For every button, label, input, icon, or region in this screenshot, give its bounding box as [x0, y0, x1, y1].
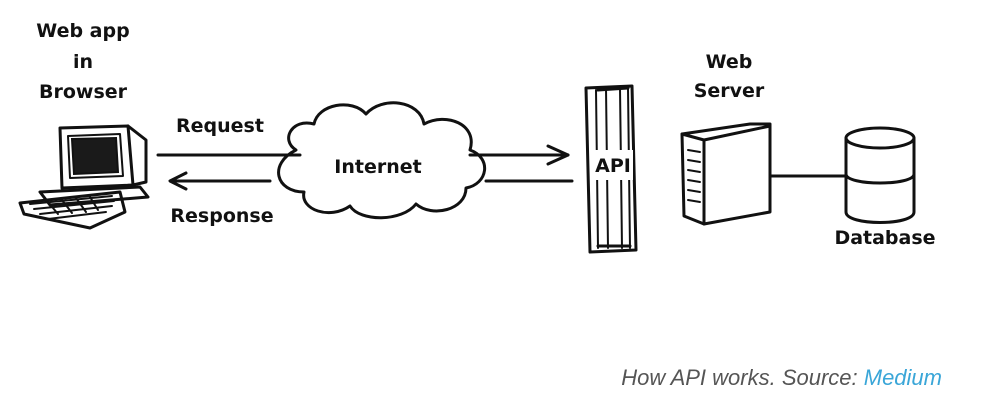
server-label-line2: Server: [694, 80, 765, 102]
caption-source-link[interactable]: Medium: [863, 365, 942, 390]
caption-text: How API works. Source:: [621, 365, 864, 390]
api-label-backdrop: [593, 150, 633, 180]
response-label: Response: [170, 205, 273, 227]
database-cylinder-icon: [844, 126, 916, 224]
server-tower-icon: [680, 122, 772, 226]
client-label-line2: in: [73, 51, 93, 73]
request-label: Request: [176, 115, 264, 137]
client-label-line3: Browser: [39, 81, 128, 103]
server-label-line1: Web: [706, 51, 753, 73]
internet-cloud-shape: [277, 101, 487, 220]
response-arrowhead: [168, 171, 188, 191]
desktop-computer-icon: [18, 124, 150, 230]
database-label: Database: [834, 227, 935, 249]
api-label: API: [595, 155, 631, 177]
client-label-line1: Web app: [36, 20, 129, 42]
request-arrowhead: [546, 144, 570, 166]
figure-caption: How API works. Source: Medium: [621, 365, 942, 391]
internet-label: Internet: [334, 156, 421, 178]
